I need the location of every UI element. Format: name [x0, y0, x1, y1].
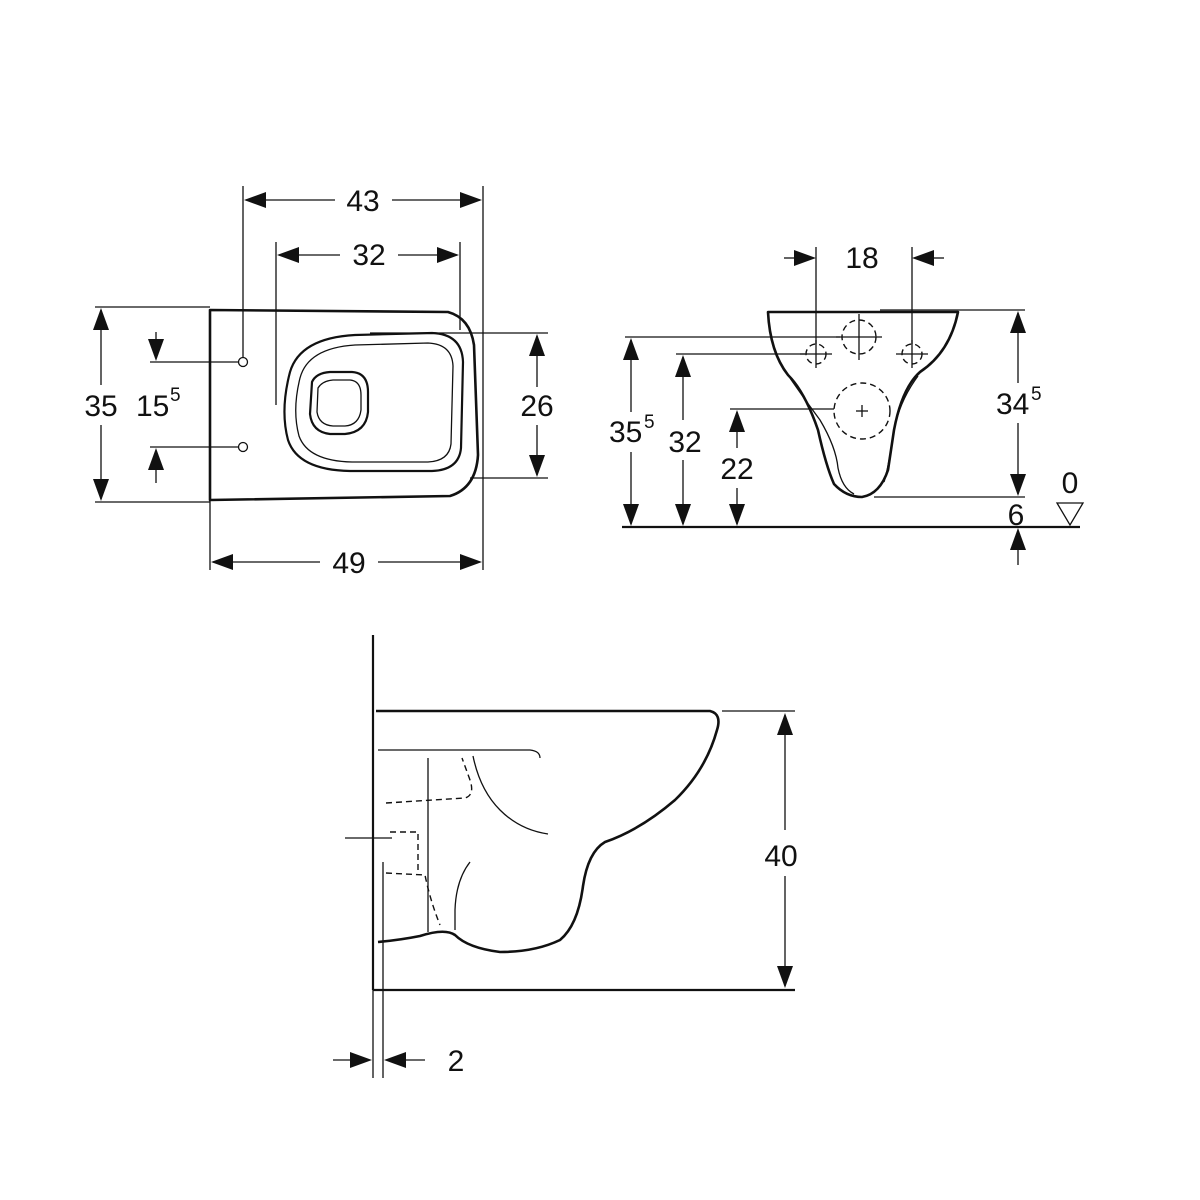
arrow-26-up — [529, 334, 545, 356]
top-view-outline — [208, 308, 480, 502]
arrow-49-left — [211, 554, 233, 570]
dim-15-5-superscript: 5 — [170, 385, 181, 406]
arrow-40-down — [777, 966, 793, 988]
side-view: 40 2 — [333, 635, 798, 1078]
arrow-49-right — [460, 554, 482, 570]
arrow-26-down — [529, 455, 545, 477]
arrow-2-left — [350, 1052, 372, 1068]
arrow-32-left — [277, 247, 299, 263]
fixing-hole-lower — [237, 441, 249, 453]
top-view-bowl-inner — [316, 379, 362, 427]
arrow-32-down — [675, 504, 691, 526]
arrow-32-right — [437, 247, 459, 263]
dim-40: 40 — [764, 840, 797, 873]
top-view-bowl — [308, 370, 370, 436]
arrow-35-up — [93, 308, 109, 330]
fixing-hole-upper — [237, 356, 249, 368]
arrow-34-5-down — [1010, 474, 1026, 496]
dim-35-5-superscript: 5 — [644, 412, 655, 433]
dim-2: 2 — [448, 1045, 465, 1078]
front-view-inner-curve-left — [789, 377, 855, 495]
dim-26: 26 — [520, 390, 553, 423]
outlet-dashed — [833, 382, 891, 440]
dim-49: 49 — [332, 547, 365, 580]
arrow-22-down — [729, 504, 745, 526]
arrow-15-5-down — [148, 339, 164, 361]
side-view-outline — [376, 709, 720, 954]
arrow-35-5-up — [623, 338, 639, 360]
dim-34-5-superscript: 5 — [1031, 384, 1042, 405]
arrow-35-down — [93, 479, 109, 501]
dim-22: 22 — [720, 453, 753, 486]
side-view-rim — [378, 749, 541, 759]
dim-34-5: 34 — [996, 388, 1029, 421]
dim-43: 43 — [346, 185, 379, 218]
level-0: 0 — [1062, 467, 1079, 500]
top-view-seat-inner — [295, 342, 454, 463]
side-view-bowl-inner — [472, 755, 549, 835]
arrow-35-5-down — [623, 504, 639, 526]
arrow-15-5-up — [148, 448, 164, 470]
front-view: 18 35 5 32 22 34 5 6 0 — [609, 242, 1085, 565]
arrow-22-up — [729, 410, 745, 432]
top-view-seat-outer — [283, 331, 465, 473]
front-view-outline — [766, 310, 960, 499]
front-view-inner-curve-right — [883, 375, 919, 483]
arrow-18-left — [794, 250, 816, 266]
arrow-2-right — [384, 1052, 406, 1068]
arrow-43-right — [460, 192, 482, 208]
arrow-18-right — [912, 250, 934, 266]
dim-6: 6 — [1008, 499, 1025, 532]
arrow-34-5-up — [1010, 311, 1026, 333]
dim-32-fixing: 32 — [668, 426, 701, 459]
arrow-43-left — [244, 192, 266, 208]
arrow-32-up — [675, 355, 691, 377]
top-view: 43 32 49 35 15 5 26 — [84, 185, 553, 580]
dim-32-seat: 32 — [352, 239, 385, 272]
dim-35: 35 — [84, 390, 117, 423]
side-view-trap — [427, 758, 471, 932]
dim-18: 18 — [845, 242, 878, 275]
arrow-40-up — [777, 713, 793, 735]
dim-15-5: 15 — [136, 390, 169, 423]
level-marker-icon — [1055, 502, 1085, 527]
dim-35-5: 35 — [609, 416, 642, 449]
side-view-waste-pipe-dashed — [385, 757, 473, 926]
